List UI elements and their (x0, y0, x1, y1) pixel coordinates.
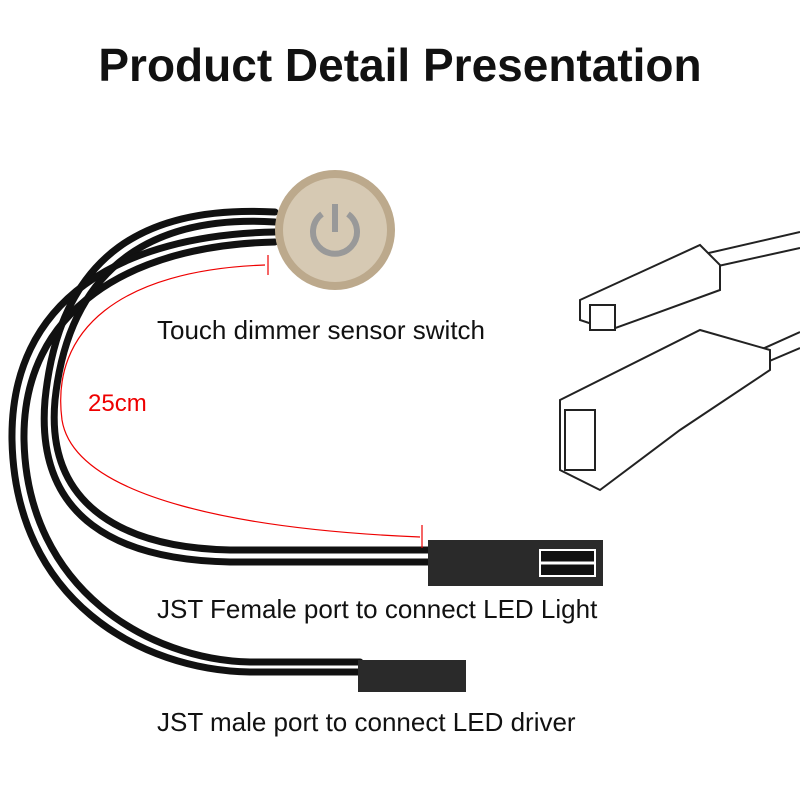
power-icon (310, 211, 360, 257)
male-connector (358, 660, 466, 692)
page-title: Product Detail Presentation (98, 39, 702, 91)
touch-switch (275, 170, 395, 290)
distance-label: 25cm (88, 390, 147, 417)
connector-diagrams (559, 231, 800, 492)
female-connector (428, 540, 603, 586)
cables (8, 207, 434, 676)
female-port-label: JST Female port to connect LED Light (157, 594, 598, 624)
distance-marker (60, 255, 423, 548)
switch-label: Touch dimmer sensor switch (157, 315, 485, 345)
male-port-label: JST male port to connect LED driver (157, 707, 576, 737)
